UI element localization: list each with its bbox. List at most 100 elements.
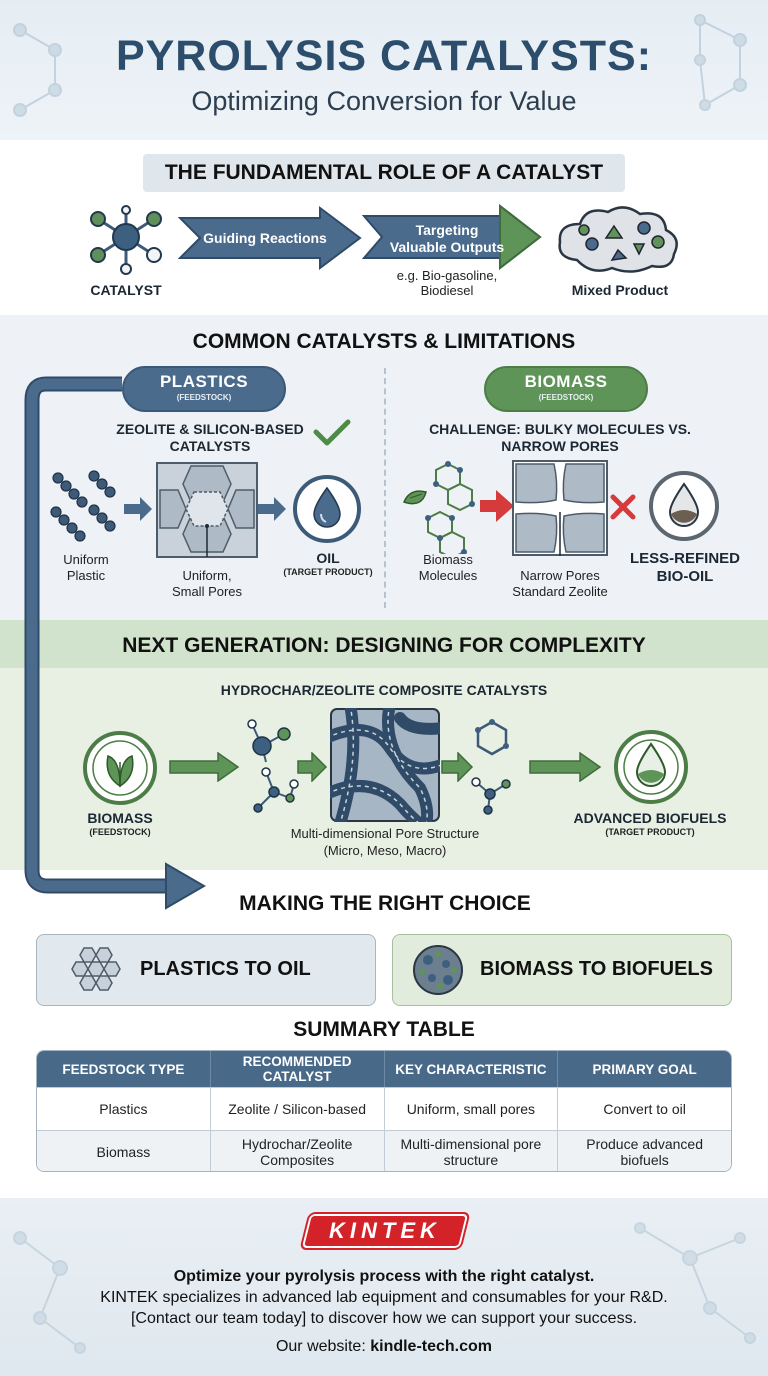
table-header-cell: KEY CHARACTERISTIC bbox=[385, 1051, 559, 1087]
green-arrow-icon bbox=[529, 752, 602, 782]
composite-pore-network-icon bbox=[330, 708, 440, 822]
targeting-label-2: Valuable Outputs bbox=[389, 239, 505, 255]
footer-tagline: Optimize your pyrolysis process with the… bbox=[173, 1268, 595, 1285]
plastics-pill bbox=[122, 366, 286, 412]
footer-website-row: Our website: kindle-tech.com bbox=[0, 1338, 768, 1356]
kintek-logo-text: KINTEK bbox=[329, 1218, 441, 1243]
catalyst-label: CATALYST bbox=[90, 282, 162, 298]
pore-structure-line-2: (Micro, Meso, Macro) bbox=[323, 843, 447, 858]
table-row: Biomass Hydrochar/Zeolite Composites Mul… bbox=[37, 1130, 731, 1171]
plastics-to-oil-label: PLASTICS TO OIL bbox=[140, 958, 311, 980]
biomass-molecules-line-1: Biomass bbox=[423, 552, 473, 567]
zeolite-catalyst-line-1: ZEOLITE & SILICON-BASED bbox=[116, 421, 304, 437]
table-header-cell: PRIMARY GOAL bbox=[592, 1061, 697, 1077]
oil-label: OIL bbox=[316, 550, 340, 566]
page-subtitle: Optimizing Conversion for Value bbox=[191, 86, 577, 116]
oil-sub: (TARGET PRODUCT) bbox=[283, 567, 373, 577]
biofuel-drop-icon bbox=[614, 730, 688, 804]
biomass-pill-sub: (FEEDSTOCK) bbox=[538, 393, 594, 402]
table-header-cell: FEEDSTOCK TYPE bbox=[37, 1051, 211, 1087]
oil-drop-icon bbox=[293, 475, 361, 543]
table-cell: Plastics bbox=[37, 1088, 211, 1130]
arrow-right-icon bbox=[258, 497, 286, 521]
nextgen-biomass-sub: (FEEDSTOCK) bbox=[89, 827, 151, 837]
plastic-chain-icon bbox=[50, 470, 116, 542]
nextgen-heading-band bbox=[0, 620, 768, 668]
mixed-product-label: Mixed Product bbox=[571, 282, 669, 298]
section-divider bbox=[384, 368, 386, 608]
choice-heading: MAKING THE RIGHT CHOICE bbox=[239, 892, 531, 915]
footer-line-2: KINTEK specializes in advanced lab equip… bbox=[100, 1289, 668, 1306]
biomass-to-biofuels-label: BIOMASS TO BIOFUELS bbox=[480, 958, 713, 980]
narrow-pores-line-1: Narrow Pores bbox=[520, 568, 600, 583]
table-cell: Zeolite / Silicon-based bbox=[211, 1088, 385, 1130]
narrow-pores-line-2: Standard Zeolite bbox=[512, 584, 608, 599]
narrow-pore-icon bbox=[512, 460, 608, 556]
footer-molecule-network-icon bbox=[13, 1222, 756, 1354]
less-refined-line-1: LESS-REFINED bbox=[629, 550, 740, 567]
porous-composite-icon bbox=[413, 945, 463, 995]
role-heading: THE FUNDAMENTAL ROLE OF A CATALYST bbox=[164, 161, 604, 184]
website-label: Our website: bbox=[275, 1338, 366, 1355]
hexagon-molecule-icon bbox=[471, 719, 511, 815]
uniform-pores-line-2: Small Pores bbox=[171, 584, 243, 599]
challenge-line-1: CHALLENGE: BULKY MOLECULES VS. bbox=[429, 421, 691, 437]
nextgen-biomass-label: BIOMASS bbox=[87, 810, 153, 826]
summary-table-heading: SUMMARY TABLE bbox=[293, 1018, 475, 1041]
table-cell: Hydrochar/Zeolite Composites bbox=[211, 1131, 385, 1171]
green-arrow-icon bbox=[297, 752, 328, 782]
table-cell: Biomass bbox=[37, 1131, 211, 1171]
bio-oil-drop-icon bbox=[649, 471, 719, 541]
common-heading: COMMON CATALYSTS & LIMITATIONS bbox=[192, 330, 576, 353]
arrow-right-icon bbox=[124, 497, 152, 521]
table-row: Plastics Zeolite / Silicon-based Uniform… bbox=[37, 1087, 731, 1130]
mixed-product-cloud-icon bbox=[558, 206, 678, 273]
plastics-pill-sub: (FEEDSTOCK) bbox=[176, 393, 232, 402]
uniform-plastic-line-2: Plastic bbox=[66, 568, 106, 583]
hexagon-grid-icon bbox=[71, 947, 121, 991]
checkmark-icon bbox=[313, 419, 351, 446]
molecule-cluster-icon bbox=[247, 719, 299, 813]
header-band bbox=[0, 0, 768, 140]
x-mark-icon bbox=[610, 494, 636, 520]
biomass-molecules-icon bbox=[402, 461, 475, 554]
molecule-network-icon bbox=[13, 14, 747, 117]
table-cell: Convert to oil bbox=[603, 1101, 686, 1117]
zeolite-pore-icon bbox=[156, 462, 258, 558]
pore-structure-line-1: Multi-dimensional Pore Structure bbox=[290, 826, 480, 841]
challenge-line-2: NARROW PORES bbox=[501, 438, 619, 454]
nextgen-subheading: HYDROCHAR/ZEOLITE COMPOSITE CATALYSTS bbox=[220, 682, 548, 698]
zeolite-catalyst-line-2: CATALYSTS bbox=[169, 438, 251, 454]
green-arrow-icon bbox=[169, 752, 240, 782]
green-arrow-icon bbox=[441, 752, 474, 782]
biomass-molecules-line-2: Molecules bbox=[418, 568, 478, 583]
kintek-logo: KINTEK bbox=[301, 1214, 469, 1248]
biomass-pill bbox=[484, 366, 648, 412]
leaf-circle-icon bbox=[83, 731, 157, 805]
table-cell: Multi-dimensional pore structure bbox=[385, 1131, 559, 1171]
guiding-arrow-icon bbox=[178, 206, 362, 270]
role-heading-pill bbox=[143, 154, 625, 192]
less-refined-line-2: BIO-OIL bbox=[656, 568, 714, 585]
advanced-biofuels-label: ADVANCED BIOFUELS bbox=[573, 810, 727, 826]
page-title: PYROLYSIS CATALYSTS: bbox=[115, 32, 653, 80]
footer-line-3[interactable]: [Contact our team today] to discover how… bbox=[130, 1310, 638, 1327]
advanced-biofuels-sub: (TARGET PRODUCT) bbox=[605, 827, 695, 837]
table-header-cell: RECOMMENDED CATALYST bbox=[211, 1051, 385, 1087]
example-line-1: e.g. Bio-gasoline, bbox=[396, 268, 498, 283]
nextgen-heading: NEXT GENERATION: DESIGNING FOR COMPLEXIT… bbox=[122, 634, 646, 657]
flow-arrow-icon bbox=[24, 376, 206, 910]
targeting-label-1: Targeting bbox=[415, 222, 479, 238]
website-link[interactable]: kindle-tech.com bbox=[370, 1338, 493, 1355]
table-cell: Uniform, small pores bbox=[385, 1088, 559, 1130]
biomass-pill-title: BIOMASS bbox=[524, 372, 608, 391]
targeting-arrow-icon bbox=[362, 204, 542, 270]
summary-table: FEEDSTOCK TYPE RECOMMENDED CATALYST KEY … bbox=[36, 1050, 732, 1172]
table-header: FEEDSTOCK TYPE RECOMMENDED CATALYST KEY … bbox=[37, 1051, 731, 1087]
catalyst-molecule-icon bbox=[90, 205, 162, 275]
blocked-arrow-icon bbox=[480, 490, 514, 522]
table-cell: Produce advanced biofuels bbox=[586, 1136, 703, 1168]
plastics-pill-title: PLASTICS bbox=[159, 372, 249, 391]
guiding-reactions-label: Guiding Reactions bbox=[203, 230, 327, 246]
uniform-pores-line-1: Uniform, bbox=[182, 568, 232, 583]
